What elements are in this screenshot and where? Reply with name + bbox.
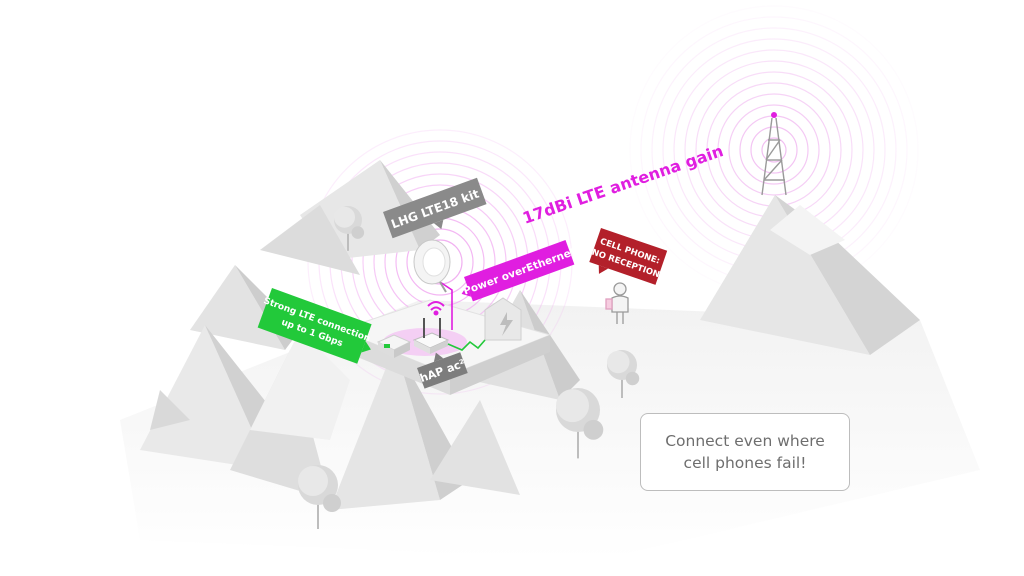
signal-ring xyxy=(750,126,798,174)
tree-icon xyxy=(607,350,640,398)
tag-cell-phone: CELL PHONE: NO RECEPTION xyxy=(589,227,668,285)
tag-hap: hAP ac² xyxy=(417,352,468,389)
tree-icon xyxy=(298,465,341,529)
caption-box: Connect even where cell phones fail! xyxy=(640,413,850,491)
person-icon xyxy=(605,282,629,324)
building xyxy=(484,297,522,341)
trees xyxy=(298,206,640,529)
signal-ring xyxy=(728,104,820,196)
caption-line-2: cell phones fail! xyxy=(683,454,807,472)
signal-ring xyxy=(717,93,831,207)
caption-line-1: Connect even where xyxy=(665,432,825,450)
lte-modem-icon xyxy=(376,334,412,358)
signal-ring xyxy=(739,115,809,185)
ethernet-cable xyxy=(447,339,486,351)
antenna-gain-label: 17dBi LTE antenna gain xyxy=(520,141,726,228)
lightning-icon xyxy=(500,312,513,336)
signal-ring xyxy=(761,137,787,163)
router-icon xyxy=(412,318,450,354)
tree-icon xyxy=(556,388,604,459)
dish-antenna-icon xyxy=(413,239,451,293)
poe-cable xyxy=(439,281,453,330)
tower-mountain xyxy=(700,195,920,355)
cell-tower-icon xyxy=(761,112,787,196)
tree-icon xyxy=(334,206,365,251)
wifi-icon xyxy=(427,301,445,316)
signal-ring xyxy=(406,228,474,296)
